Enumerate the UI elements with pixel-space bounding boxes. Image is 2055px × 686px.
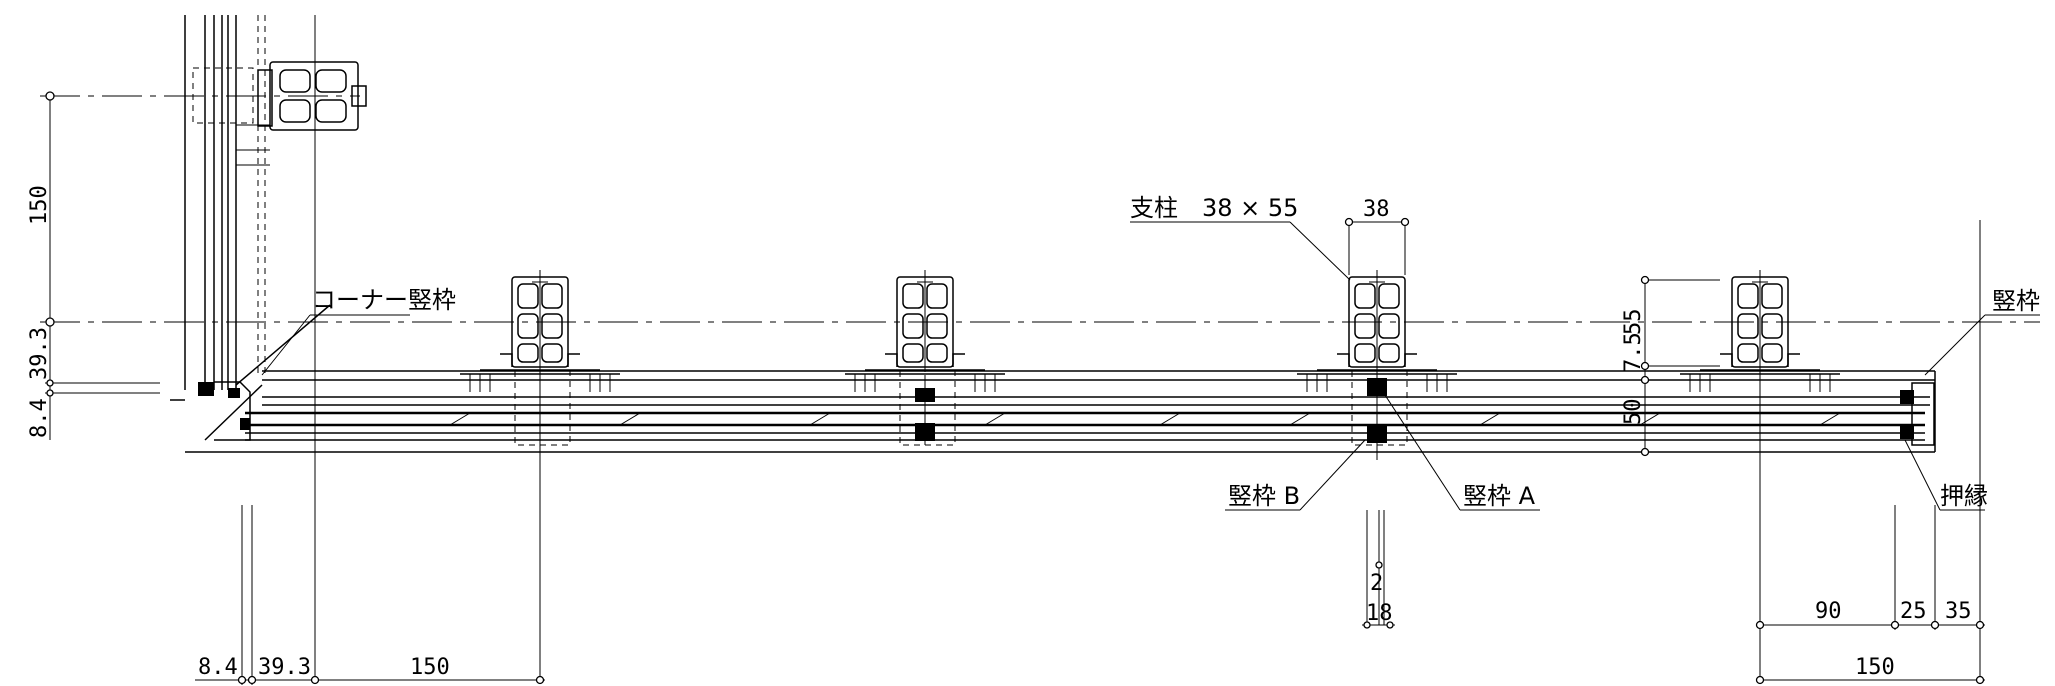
label-post: 支柱 38 × 55 — [1130, 194, 1298, 222]
post-2 — [844, 269, 1006, 446]
dim-left-39-3: 39.3 — [27, 327, 52, 380]
corner-vertical-frame — [184, 15, 270, 390]
drawing-labels: コーナー竪枠 支柱 38 × 55 竪枠 B 竪枠 A 竪枠 押縁 — [312, 194, 2040, 510]
corner-post-top — [257, 61, 367, 131]
label-corner-frame: コーナー竪枠 — [312, 286, 456, 314]
post-4 — [1679, 269, 1841, 393]
dim-left-8-4: 8.4 — [27, 398, 52, 438]
dim-left-150: 150 — [27, 185, 52, 225]
left-dimensions — [45, 91, 160, 440]
dim-bottom-8-4: 8.4 — [198, 655, 238, 680]
post-1 — [459, 269, 621, 446]
joint-dimension — [1362, 510, 1395, 629]
dim-right-7-5: 7.5 — [1621, 332, 1646, 372]
frame-leaders — [1225, 394, 1540, 511]
dim-bottom-150: 150 — [410, 655, 450, 680]
dim-right-55: 55 — [1621, 309, 1646, 336]
dim-right-50: 50 — [1621, 399, 1646, 426]
glass-hatch — [449, 412, 1841, 426]
dim-post-38: 38 — [1363, 197, 1390, 222]
dim-joint-18: 18 — [1366, 601, 1393, 626]
right-dimensions — [1640, 275, 1985, 685]
label-side-frame: 竪枠 — [1992, 287, 2040, 315]
label-frame-a: 竪枠 A — [1463, 482, 1536, 510]
corner-joint — [170, 304, 331, 441]
dim-right-35: 35 — [1945, 599, 1972, 624]
bottom-left-dimensions — [195, 505, 545, 685]
label-frame-b: 竪枠 B — [1228, 482, 1300, 510]
dim-joint-2: 2 — [1370, 571, 1383, 596]
label-stop-bead: 押縁 — [1940, 482, 1988, 510]
center-lines — [40, 15, 2040, 680]
post-3 — [1296, 269, 1458, 446]
dim-right-90: 90 — [1815, 599, 1842, 624]
right-frame — [1900, 220, 1981, 680]
post-dimension — [1130, 217, 1410, 281]
dim-right-25: 25 — [1900, 599, 1927, 624]
dimension-texts: 150 39.3 8.4 8.4 39.3 150 38 2 18 55 7.5… — [27, 185, 1972, 680]
dim-right-150: 150 — [1855, 655, 1895, 680]
right-leaders — [261, 314, 2040, 511]
dim-bottom-39-3: 39.3 — [258, 655, 311, 680]
wall-horizontal-lines — [185, 370, 1936, 453]
